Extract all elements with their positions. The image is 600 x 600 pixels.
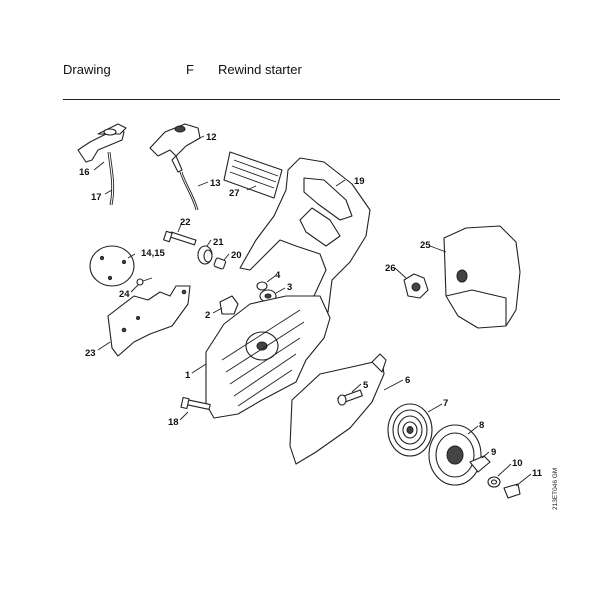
callout-4: 4	[275, 270, 281, 281]
callout-23: 23	[85, 348, 96, 359]
callout-19: 19	[354, 176, 365, 187]
spindle-part-5	[337, 389, 363, 406]
page-title: Rewind starter	[218, 62, 302, 77]
drawing-code: 213ET046 GM	[552, 468, 559, 510]
callout-27: 27	[229, 188, 240, 199]
decal-part-27	[223, 151, 283, 199]
washer-part-4	[256, 281, 268, 291]
cover-plate-part-23	[107, 285, 191, 357]
callout-12: 12	[206, 132, 217, 143]
callout-14-15: 14,15	[141, 248, 165, 259]
callout-26: 26	[385, 263, 396, 274]
fan-housing-part-1	[205, 295, 331, 419]
callout-7: 7	[443, 398, 448, 409]
callout-16: 16	[79, 167, 90, 178]
callout-2: 2	[205, 310, 210, 321]
callout-13: 13	[210, 178, 221, 189]
callout-1: 1	[185, 370, 191, 381]
callout-18: 18	[168, 417, 179, 428]
rewind-spring-part-7	[387, 403, 433, 457]
callout-21: 21	[213, 237, 224, 248]
callout-9: 9	[491, 447, 496, 458]
callout-10: 10	[512, 458, 523, 469]
callout-3: 3	[287, 282, 292, 293]
plug-part-2	[219, 295, 239, 315]
sleeve-part-21	[197, 245, 213, 265]
callout-22: 22	[180, 217, 191, 228]
spring-clip-part-11	[503, 483, 521, 499]
nut-part-26	[403, 273, 429, 299]
starter-grip-part-16	[77, 123, 127, 206]
screw-part-24	[136, 277, 153, 286]
callout-17: 17	[91, 192, 102, 203]
nut-part-20	[213, 257, 227, 270]
callout-6: 6	[405, 375, 410, 386]
callout-11: 11	[532, 468, 543, 479]
callout-8: 8	[479, 420, 484, 431]
pawl-part-9	[469, 455, 491, 473]
starter-grip-part-12	[149, 123, 201, 211]
callout-24: 24	[119, 289, 130, 300]
bolt-part-22	[163, 230, 197, 246]
handle-part-19	[239, 157, 371, 323]
rope-rotor-part-8	[428, 424, 482, 486]
section-letter: F	[186, 62, 194, 77]
disc-part-14-15	[89, 245, 135, 287]
callout-20: 20	[231, 250, 242, 261]
callout-5: 5	[363, 380, 369, 391]
page-header: Drawing F Rewind starter	[0, 58, 600, 82]
washer-part-10	[487, 476, 501, 488]
shroud-part-25	[443, 225, 521, 329]
section-label: Drawing	[63, 62, 111, 77]
callout-25: 25	[420, 240, 431, 251]
screw-part-18	[180, 396, 211, 410]
header-divider	[63, 99, 560, 100]
starter-cover-part-6	[289, 353, 387, 465]
leader-lines	[93, 135, 532, 487]
